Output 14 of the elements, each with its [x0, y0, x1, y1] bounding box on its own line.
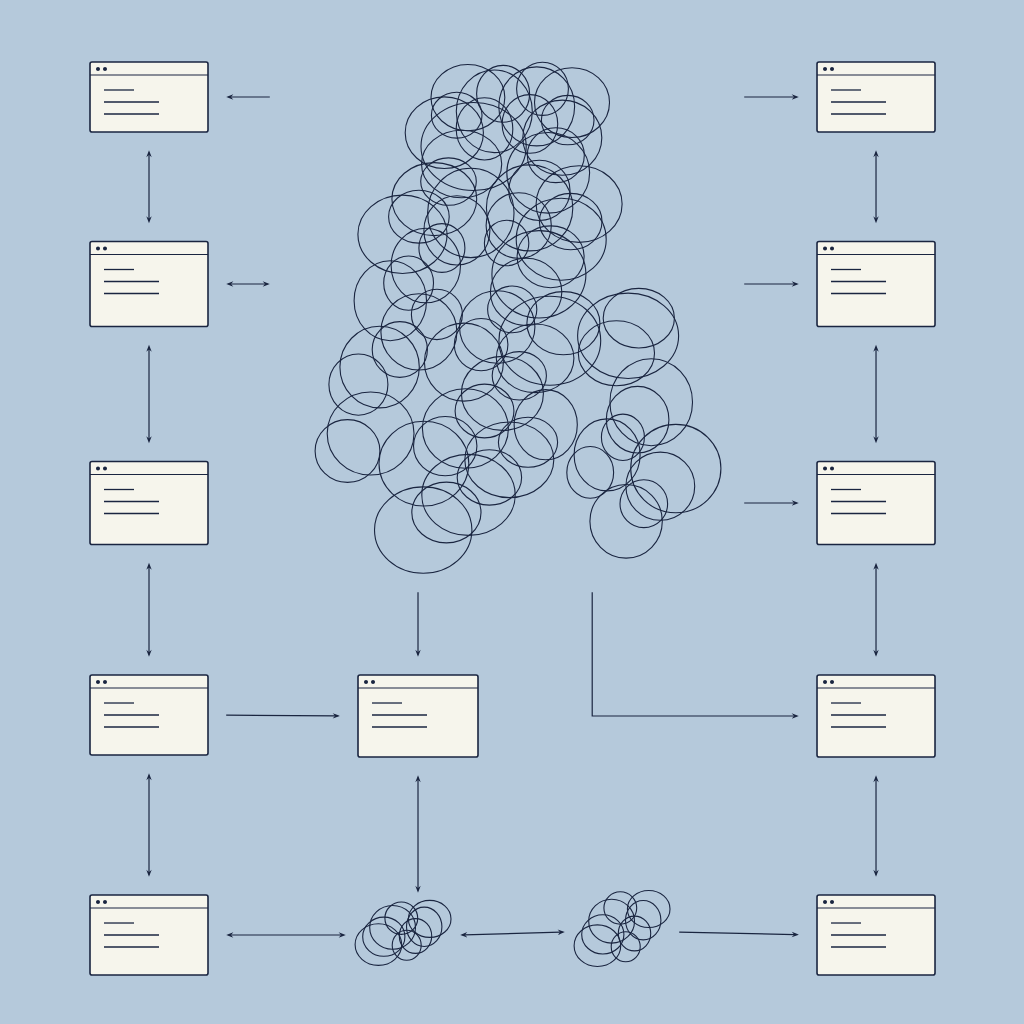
window-drawing — [89, 894, 209, 976]
tangle-drawing — [573, 889, 671, 968]
window-drawing — [816, 894, 936, 976]
window-drawing — [816, 61, 936, 133]
window-drawing — [816, 460, 936, 546]
window-drawing — [89, 674, 209, 756]
window-drawing — [89, 240, 209, 328]
tangle-drawing — [354, 899, 452, 966]
window-drawing — [816, 674, 936, 758]
window-drawing — [816, 240, 936, 328]
window-drawing — [357, 674, 479, 758]
tangle-drawing — [314, 61, 722, 574]
window-drawing — [89, 61, 209, 133]
window-drawing — [89, 460, 209, 546]
